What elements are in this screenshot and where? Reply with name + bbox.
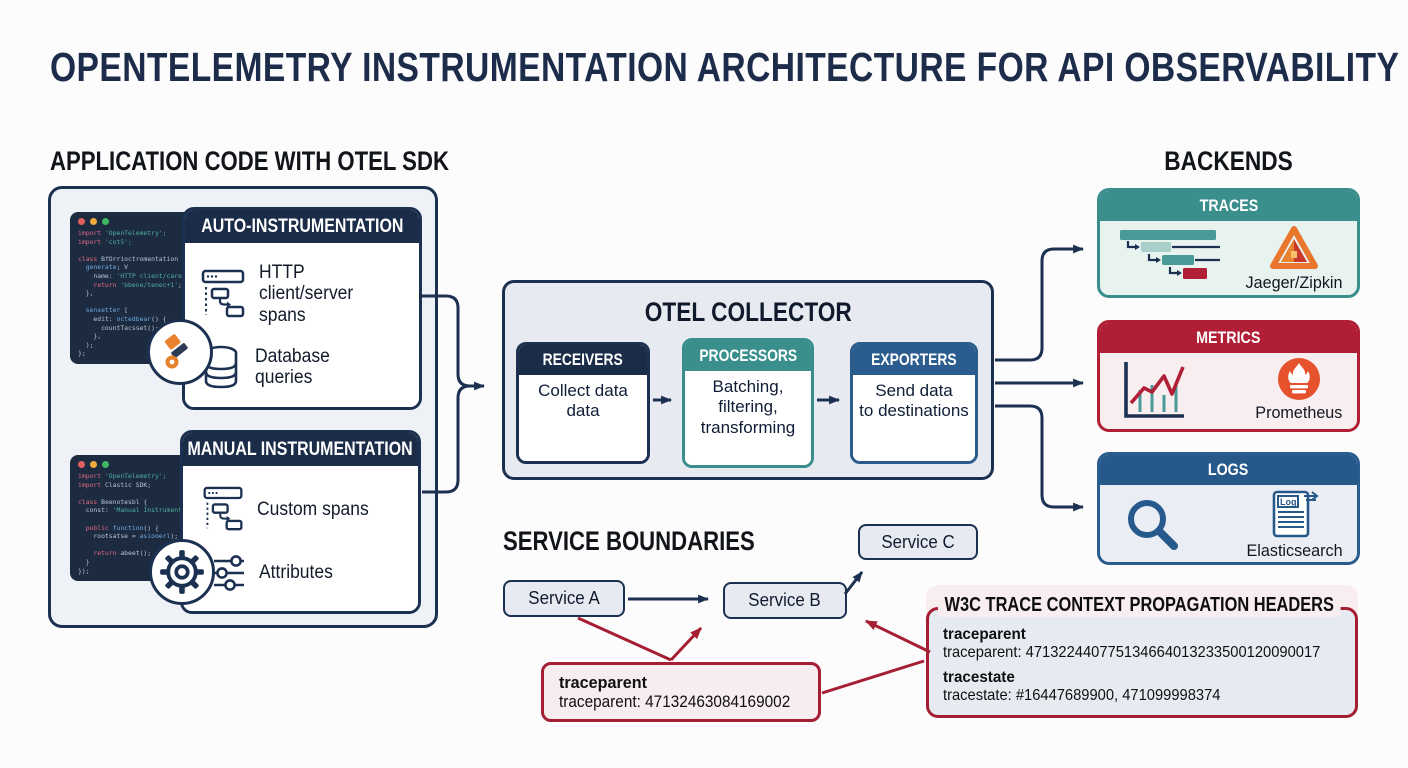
service-boundaries-heading: SERVICE BOUNDARIES: [503, 526, 755, 556]
manual-item-label: Attributes: [259, 562, 333, 584]
app-section-heading: APPLICATION CODE WITH OTEL SDK: [50, 146, 449, 176]
receivers-box: RECEIVERS Collect data data: [516, 342, 650, 464]
service-c-box: Service C: [858, 524, 978, 560]
service-b-label: Service B: [748, 590, 822, 610]
metrics-title: METRICS: [1196, 328, 1261, 347]
receivers-title: RECEIVERS: [542, 350, 624, 369]
gear-icon: [160, 550, 204, 594]
auto-instrumentation-title: AUTO-INSTRUMENTATION: [200, 215, 404, 237]
log-document-icon: Log: [1273, 490, 1320, 538]
w3c-traceparent-value: traceparent: 471322440775134664013233500…: [943, 644, 1321, 661]
custom-spans-icon: [203, 487, 243, 531]
list-item: HTTP client/server spans: [199, 262, 411, 326]
trace-waterfall-icon: [1120, 230, 1220, 279]
exporters-box: EXPORTERS Send data to destinations: [850, 342, 978, 464]
otel-logo-badge: [147, 319, 213, 385]
w3c-headers-title: W3C TRACE CONTEXT PROPAGATION HEADERS: [938, 594, 1341, 617]
window-controls-icon: [78, 218, 258, 225]
code-listing: import 'OpenTelemetry';import Clastic SD…: [78, 472, 209, 575]
page-title: OPENTELEMETRY INSTRUMENTATION ARCHITECTU…: [50, 44, 1400, 90]
logs-title: LOGS: [1208, 460, 1249, 479]
service-a-box: Service A: [503, 580, 625, 617]
w3c-headers-box: traceparent traceparent: 471322440775134…: [926, 607, 1358, 718]
auto-item-label: HTTP client/server spans: [259, 262, 354, 326]
auto-instrumentation-header: AUTO-INSTRUMENTATION: [185, 210, 419, 243]
manual-instrumentation-box: MANUAL INSTRUMENTATION Custom spans: [180, 430, 421, 614]
gear-badge: [149, 539, 215, 605]
exporters-description: Send data to destinations: [853, 375, 975, 461]
window-controls-icon: [78, 461, 258, 468]
auto-item-label: Database queries: [255, 345, 330, 388]
otel-logo-icon: [164, 334, 188, 369]
metrics-chart-icon: [1124, 362, 1185, 418]
list-item: Database queries: [199, 344, 411, 390]
w3c-row: traceparent traceparent: 471322440775134…: [943, 626, 1341, 662]
manual-instrumentation-header: MANUAL INSTRUMENTATION: [183, 433, 418, 466]
code-listing: import 'OpenTelemetry';import 'cot5'; cl…: [78, 229, 201, 358]
traces-backend-box: TRACES Jaeger/Zipk: [1097, 188, 1360, 298]
svg-text:Log: Log: [1280, 497, 1297, 507]
auto-instrumentation-box: AUTO-INSTRUMENTATION HTTP client/server …: [182, 207, 422, 410]
w3c-row: tracestate tracestate: #16447689900, 471…: [943, 669, 1341, 705]
processors-title: PROCESSORS: [699, 346, 797, 365]
metrics-backend-label: Prometheus: [1255, 403, 1343, 422]
database-icon: [204, 345, 238, 389]
traces-backend-label: Jaeger/Zipkin: [1245, 273, 1343, 292]
traceparent-note-value: traceparent: 47132463084169002: [559, 693, 791, 711]
service-b-box: Service B: [723, 582, 847, 619]
http-spans-icon: [201, 269, 245, 318]
processors-description: Batching, filtering, transforming: [685, 371, 811, 465]
otel-collector-title: OTEL COLLECTOR: [644, 297, 852, 327]
logs-backend-box: LOGS Log Elastic: [1097, 452, 1360, 565]
metrics-backend-box: METRICS Prometheus: [1097, 320, 1360, 432]
traces-title: TRACES: [1199, 196, 1258, 215]
traceparent-note-title: traceparent: [559, 673, 647, 692]
jaeger-icon: [1269, 226, 1318, 269]
list-item: Attributes: [201, 553, 410, 593]
traceparent-note-box: traceparent traceparent: 471324630841690…: [541, 662, 821, 722]
service-c-label: Service C: [881, 531, 955, 552]
attributes-icon: [203, 554, 244, 591]
receivers-description: Collect data data: [519, 375, 647, 461]
service-a-label: Service A: [528, 588, 600, 608]
list-item: Custom spans: [201, 486, 410, 532]
manual-instrumentation-title: MANUAL INSTRUMENTATION: [187, 438, 414, 460]
prometheus-icon: [1278, 358, 1321, 400]
exporters-title: EXPORTERS: [871, 350, 957, 369]
w3c-traceparent-label: traceparent: [943, 626, 1026, 643]
backends-heading: BACKENDS: [1164, 146, 1293, 176]
search-icon: [1128, 500, 1178, 550]
w3c-tracestate-label: tracestate: [943, 669, 1015, 686]
manual-item-label: Custom spans: [257, 498, 369, 520]
logs-backend-label: Elasticsearch: [1246, 541, 1343, 560]
w3c-tracestate-value: tracestate: #16447689900, 471099998374: [943, 687, 1221, 704]
processors-box: PROCESSORS Batching, filtering, transfor…: [682, 338, 814, 468]
